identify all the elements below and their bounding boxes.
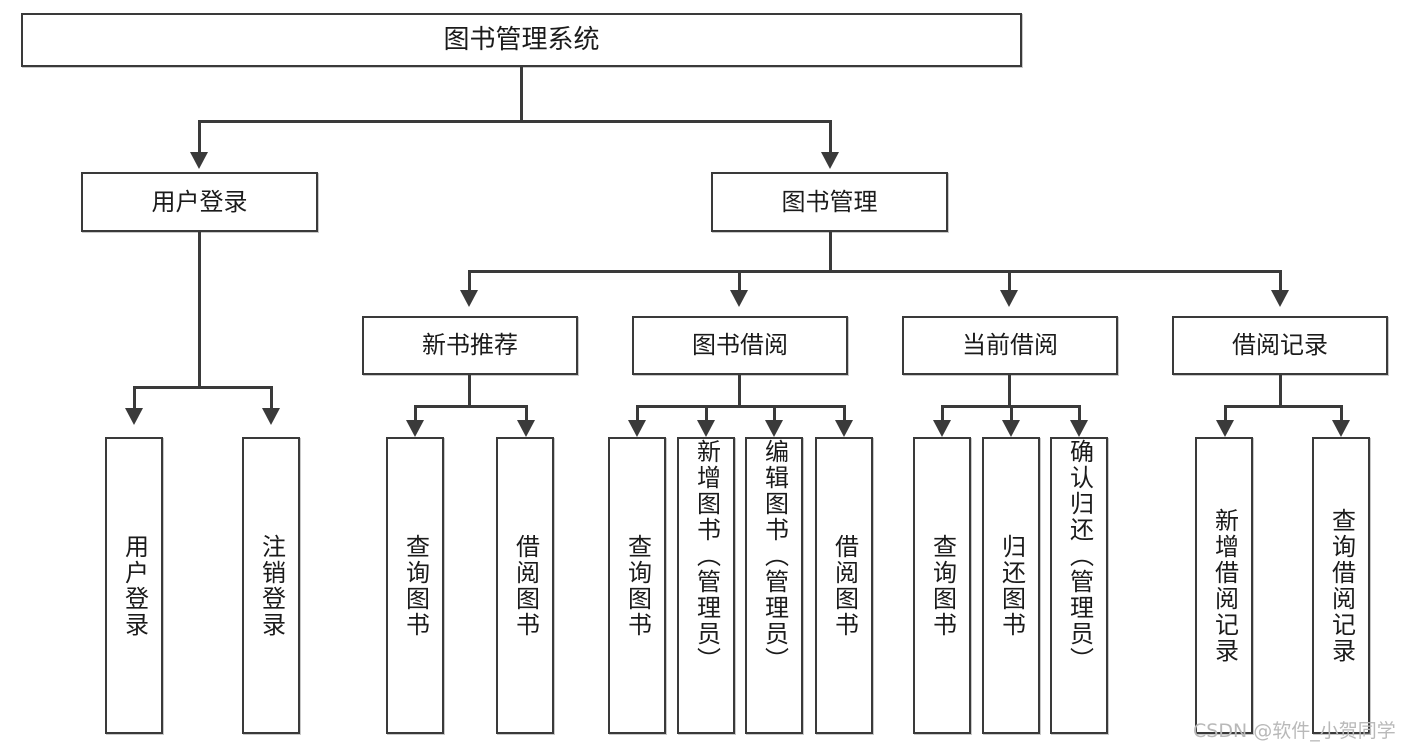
node-label: 归还图书 xyxy=(997,533,1026,638)
arrow-bb-to-leaf-2 xyxy=(697,420,715,437)
arrow-bb-to-leaf-4 xyxy=(835,420,853,437)
connector-br-to-leaf-2 xyxy=(1340,405,1343,423)
arrow-user-login-to-leaf-2 xyxy=(262,408,280,425)
connector-user-login-stem xyxy=(198,232,201,388)
node-label: 新增借阅记录 xyxy=(1210,507,1239,664)
node-label: 新增图书（管理员） xyxy=(692,439,721,673)
connector-new-book-bus xyxy=(414,405,528,408)
connector-cb-to-leaf-1 xyxy=(941,405,944,423)
leaf-book-borrow-edit-book-admin[interactable]: 编辑图书（管理员） xyxy=(745,437,803,734)
arrow-br-to-leaf-2 xyxy=(1332,420,1350,437)
node-label: 确认归还（管理员） xyxy=(1065,439,1094,673)
node-label: 用户登录 xyxy=(120,533,149,638)
node-book-management[interactable]: 图书管理 xyxy=(711,172,948,232)
connector-new-book-stem xyxy=(468,375,471,407)
arrow-root-to-book-management xyxy=(821,152,839,169)
leaf-new-book-query-books[interactable]: 查询图书 xyxy=(386,437,444,734)
connector-borrow-record-stem xyxy=(1279,375,1282,407)
arrow-bb-to-leaf-3 xyxy=(765,420,783,437)
leaf-borrow-record-query-record[interactable]: 查询借阅记录 xyxy=(1312,437,1370,734)
leaf-book-borrow-borrow-books[interactable]: 借阅图书 xyxy=(815,437,873,734)
arrow-cb-to-leaf-3 xyxy=(1070,420,1088,437)
leaf-book-borrow-add-book-admin[interactable]: 新增图书（管理员） xyxy=(677,437,735,734)
node-label: 注销登录 xyxy=(257,533,286,638)
node-label: 编辑图书（管理员） xyxy=(760,439,789,673)
connector-bm-to-book-borrow xyxy=(738,270,741,292)
arrow-cb-to-leaf-1 xyxy=(933,420,951,437)
leaf-current-borrow-confirm-return-admin[interactable]: 确认归还（管理员） xyxy=(1050,437,1108,734)
node-label: 新书推荐 xyxy=(422,331,518,360)
leaf-new-book-borrow-books[interactable]: 借阅图书 xyxy=(496,437,554,734)
arrow-nb-to-leaf-1 xyxy=(406,420,424,437)
arrow-bm-to-current-borrow xyxy=(1000,290,1018,307)
connector-bm-to-new-book xyxy=(468,270,471,292)
csdn-watermark: CSDN @软件_小贺同学 xyxy=(1193,720,1396,742)
arrow-user-login-to-leaf-1 xyxy=(125,408,143,425)
node-label: 借阅图书 xyxy=(830,533,859,638)
connector-cb-to-leaf-3 xyxy=(1078,405,1081,423)
connector-bb-to-leaf-2 xyxy=(705,405,708,423)
connector-user-login-to-leaf-2 xyxy=(270,386,273,410)
leaf-current-borrow-return-books[interactable]: 归还图书 xyxy=(982,437,1040,734)
node-book-borrow[interactable]: 图书借阅 xyxy=(632,316,848,375)
node-label: 借阅记录 xyxy=(1232,331,1328,360)
connector-root-to-book-management xyxy=(829,120,832,155)
node-label: 当前借阅 xyxy=(962,331,1058,360)
node-label: 查询图书 xyxy=(401,533,430,638)
connector-root-bus xyxy=(198,120,832,123)
node-label: 用户登录 xyxy=(151,187,248,216)
node-label: 图书管理系统 xyxy=(443,24,600,55)
connector-bb-to-leaf-1 xyxy=(636,405,639,423)
connector-book-management-stem xyxy=(829,232,832,272)
connector-current-borrow-stem xyxy=(1008,375,1011,407)
leaf-book-borrow-query-books[interactable]: 查询图书 xyxy=(608,437,666,734)
node-label: 图书借阅 xyxy=(692,331,788,360)
connector-cb-to-leaf-2 xyxy=(1010,405,1013,423)
leaf-user-login-login[interactable]: 用户登录 xyxy=(105,437,163,734)
connector-nb-to-leaf-1 xyxy=(414,405,417,423)
connector-book-borrow-bus xyxy=(636,405,846,408)
arrow-br-to-leaf-1 xyxy=(1216,420,1234,437)
leaf-borrow-record-add-record[interactable]: 新增借阅记录 xyxy=(1195,437,1253,734)
arrow-bm-to-book-borrow xyxy=(730,290,748,307)
arrow-cb-to-leaf-2 xyxy=(1002,420,1020,437)
node-borrow-record[interactable]: 借阅记录 xyxy=(1172,316,1388,375)
connector-root-to-user-login xyxy=(198,120,201,155)
connector-user-login-to-leaf-1 xyxy=(133,386,136,410)
node-label: 查询图书 xyxy=(928,533,957,638)
node-new-book-recommend[interactable]: 新书推荐 xyxy=(362,316,578,375)
connector-bb-to-leaf-3 xyxy=(773,405,776,423)
connector-br-to-leaf-1 xyxy=(1224,405,1227,423)
arrow-bm-to-borrow-record xyxy=(1271,290,1289,307)
connector-user-login-bus xyxy=(133,386,273,389)
arrow-bm-to-new-book xyxy=(460,290,478,307)
node-root-book-management-system[interactable]: 图书管理系统 xyxy=(21,13,1022,67)
connector-bm-to-borrow-record xyxy=(1279,270,1282,292)
connector-book-borrow-stem xyxy=(738,375,741,407)
leaf-user-login-logout[interactable]: 注销登录 xyxy=(242,437,300,734)
arrow-root-to-user-login xyxy=(190,152,208,169)
arrow-bb-to-leaf-1 xyxy=(628,420,646,437)
node-label: 图书管理 xyxy=(781,187,878,216)
node-label: 查询图书 xyxy=(623,533,652,638)
connector-bm-to-current-borrow xyxy=(1008,270,1011,292)
connector-bb-to-leaf-4 xyxy=(843,405,846,423)
connector-root-stem xyxy=(520,67,523,120)
node-label: 借阅图书 xyxy=(511,533,540,638)
node-label: 查询借阅记录 xyxy=(1327,507,1356,664)
connector-borrow-record-bus xyxy=(1224,405,1342,408)
leaf-current-borrow-query-books[interactable]: 查询图书 xyxy=(913,437,971,734)
connector-nb-to-leaf-2 xyxy=(525,405,528,423)
node-current-borrow[interactable]: 当前借阅 xyxy=(902,316,1118,375)
node-user-login[interactable]: 用户登录 xyxy=(81,172,318,232)
connector-book-management-bus xyxy=(468,270,1282,273)
arrow-nb-to-leaf-2 xyxy=(517,420,535,437)
